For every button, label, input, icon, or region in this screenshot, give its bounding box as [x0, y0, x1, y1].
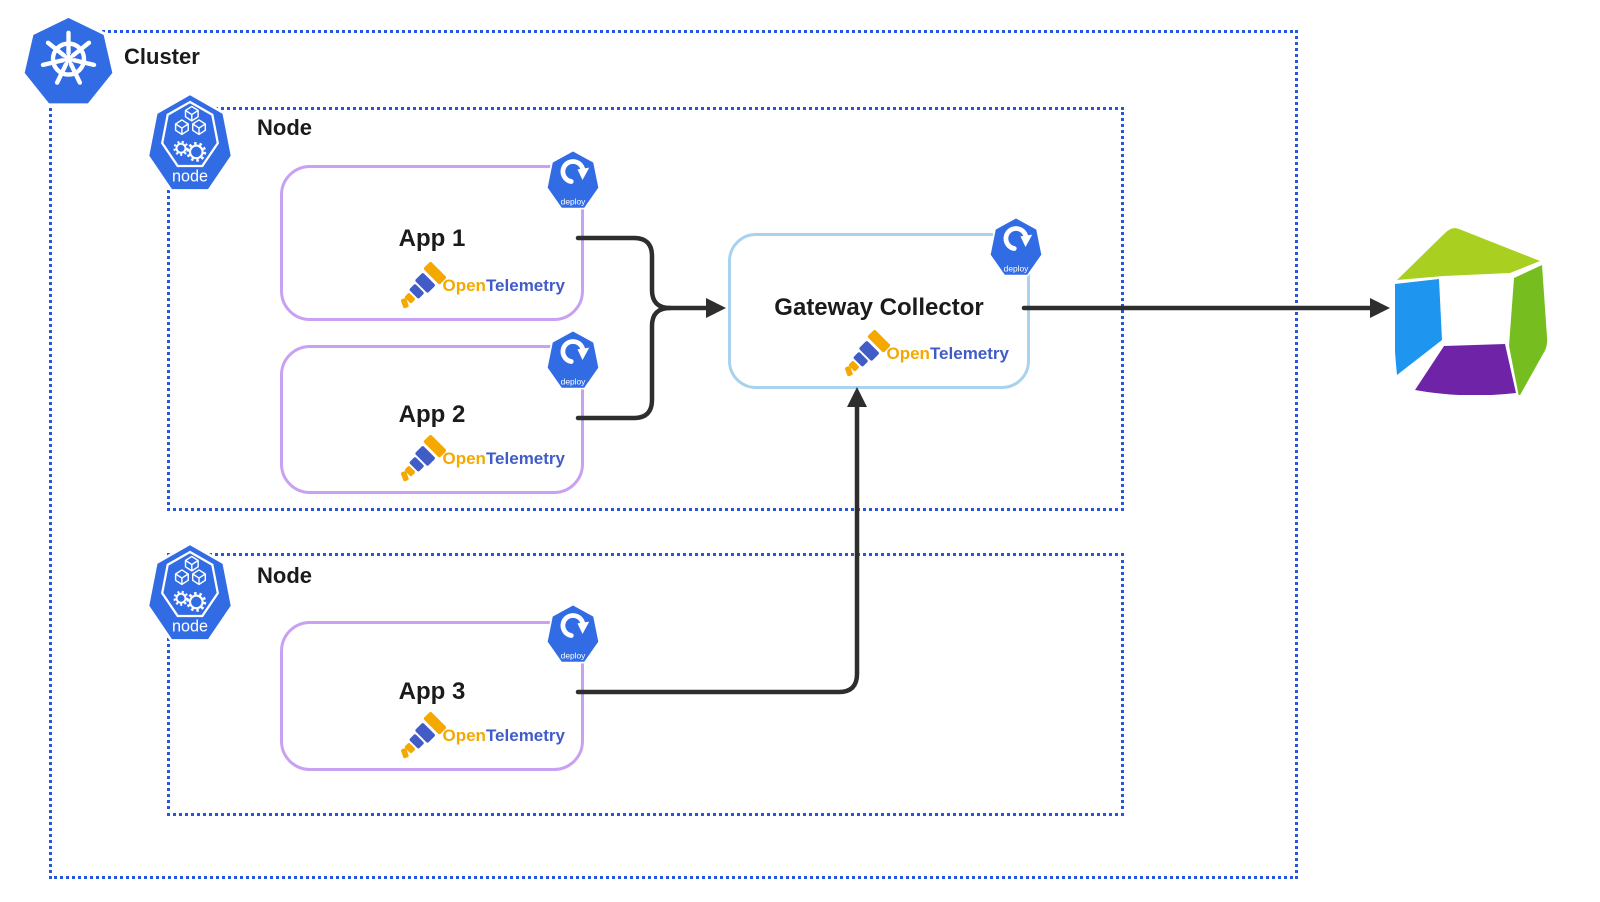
cube-right-face — [1509, 265, 1548, 395]
otel-wordmark: OpenTelemetry — [886, 344, 1009, 363]
deploy-badge: deploy — [545, 603, 601, 664]
opentelemetry-logo: OpenTelemetry — [400, 435, 565, 483]
deploy-cycle-icon — [560, 159, 586, 184]
cube-left-face — [1395, 279, 1442, 375]
cube-glyph — [174, 569, 189, 586]
app-box-3: App 3 OpenTelemetry — [280, 621, 584, 771]
deploy-cycle-icon — [1003, 226, 1029, 251]
app-box-1: App 1 OpenTelemetry — [280, 165, 584, 321]
opentelemetry-logo: OpenTelemetry — [400, 262, 565, 310]
otel-wordmark: OpenTelemetry — [442, 276, 565, 295]
telescope-icon — [401, 712, 447, 759]
opentelemetry-logo: OpenTelemetry — [400, 712, 565, 760]
dynatrace-backend-logo — [1395, 228, 1548, 395]
deploy-arrowhead — [577, 621, 590, 634]
cube-glyph — [191, 569, 207, 586]
node-badge-text: node — [172, 618, 208, 636]
deploy-badge-text: deploy — [1004, 264, 1029, 274]
cube-glyph — [184, 555, 199, 572]
deploy-arrowhead — [577, 347, 590, 360]
deploy-badge-text: deploy — [561, 651, 586, 661]
telescope-icon — [845, 330, 891, 377]
cube-glyph — [191, 119, 207, 136]
cluster-label: Cluster — [124, 44, 200, 69]
deploy-badge-text: deploy — [561, 377, 586, 387]
gateway-collector-box: Gateway Collector OpenTelemetry — [728, 233, 1030, 389]
app-title-3: App 3 — [398, 678, 466, 705]
otel-wordmark: OpenTelemetry — [442, 449, 565, 468]
arrowhead-into-backend — [1370, 298, 1390, 318]
node-label-1: Node — [257, 115, 312, 140]
deploy-badge: deploy — [988, 216, 1044, 277]
deploy-cycle-icon — [560, 339, 586, 364]
telescope-icon — [401, 262, 447, 309]
deploy-cycle-icon — [560, 613, 586, 638]
opentelemetry-logo: OpenTelemetry — [844, 330, 1009, 378]
deploy-arrowhead — [577, 167, 590, 180]
deploy-badge: deploy — [545, 149, 601, 210]
cube-glyph — [174, 119, 189, 136]
node-icon: node — [146, 542, 234, 642]
app-box-2: App 2 OpenTelemetry — [280, 345, 584, 494]
node-icon: node — [146, 92, 234, 192]
node-label-2: Node — [257, 563, 312, 588]
app-title-2: App 2 — [398, 401, 466, 428]
deploy-badge: deploy — [545, 329, 601, 390]
cube-top-face — [1397, 228, 1540, 280]
cluster-boundary — [49, 30, 1298, 879]
app-title-1: App 1 — [398, 225, 466, 252]
otel-wordmark: OpenTelemetry — [442, 726, 565, 745]
deploy-badge-text: deploy — [561, 197, 586, 207]
cube-glyph — [184, 105, 199, 122]
telescope-icon — [401, 435, 447, 482]
node-badge-text: node — [172, 168, 208, 186]
kubernetes-icon — [21, 14, 116, 107]
cube-bottom-face — [1415, 344, 1516, 395]
deploy-arrowhead — [1020, 234, 1033, 247]
gateway-title: Gateway Collector — [774, 294, 984, 321]
